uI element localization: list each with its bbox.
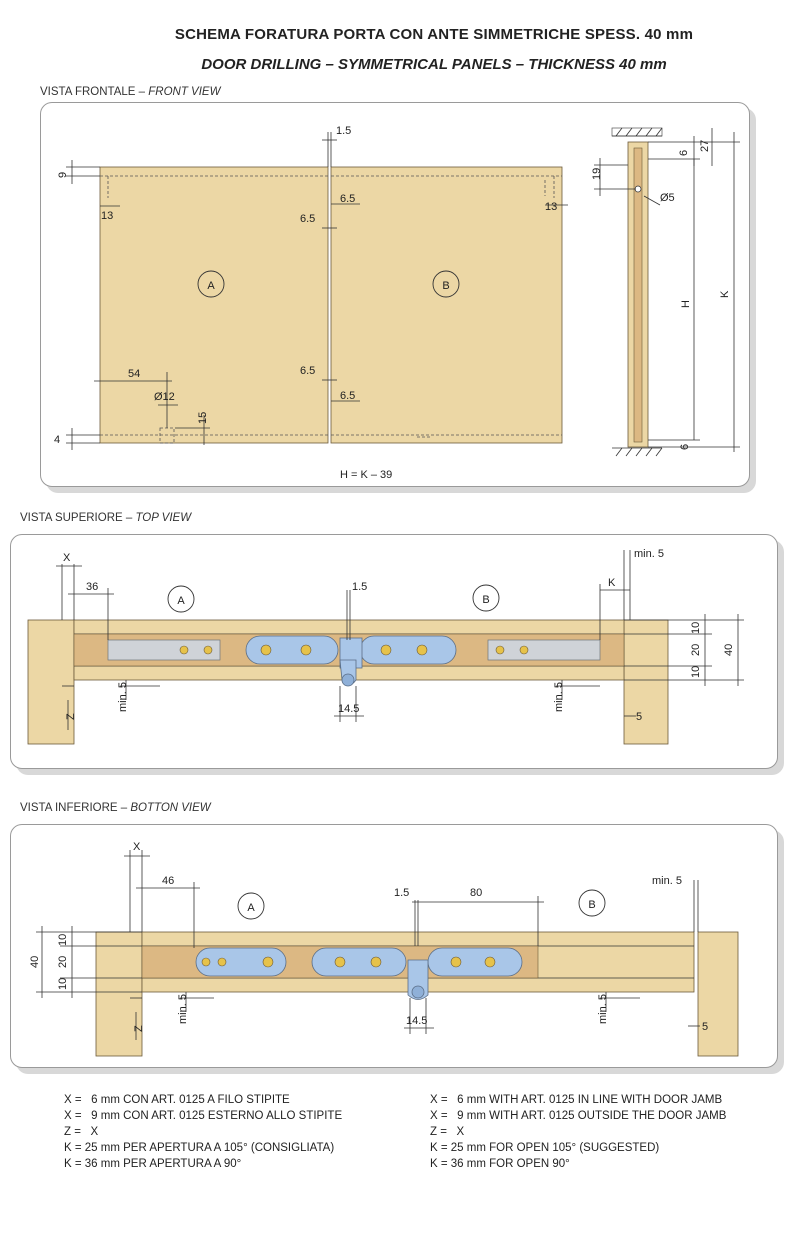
top-panel-b-label: B: [482, 594, 489, 606]
top-dim-10b: 10: [690, 666, 702, 678]
bottom-dim-14-5: 14.5: [406, 1015, 427, 1027]
top-view-drawing: 1.5 A B X 36 K min. 5 10 20 10 40 min. 5…: [27, 548, 744, 745]
top-dim-min5-right: min. 5: [553, 682, 565, 712]
top-dim-min5-left: min. 5: [117, 682, 129, 712]
bottom-dim-80: 80: [470, 887, 482, 899]
top-dim-k: K: [608, 577, 616, 589]
top-dim-40: 40: [723, 644, 735, 656]
top-dim-5: 5: [636, 711, 642, 723]
bottom-dim-10b: 10: [57, 978, 69, 990]
dim-side-hole: Ø5: [660, 192, 675, 204]
title-italian: SCHEMA FORATURA PORTA CON ANTE SIMMETRIC…: [174, 26, 694, 43]
bottom-dim-x: X: [133, 841, 141, 853]
bottom-dim-40: 40: [29, 956, 41, 968]
notes-italian: X = 6 mm CON ART. 0125 A FILO STIPITE X …: [64, 1092, 342, 1172]
front-door-drawing: A B 1.5 9 13 13 6.5 6.5 4 54 Ø12 15 6.5: [54, 125, 568, 481]
bottom-dim-20: 20: [57, 956, 69, 968]
note-it: X = 9 mm CON ART. 0125 ESTERNO ALLO STIP…: [64, 1110, 343, 1122]
note-it: K = 36 mm PER APERTURA A 90°: [64, 1158, 242, 1170]
top-panel-a-marker: [167, 585, 195, 613]
panel-a-marker: [197, 270, 225, 298]
top-dim-x: X: [63, 552, 71, 564]
top-view-label: VISTA SUPERIORE – TOP VIEW: [20, 512, 192, 524]
bottom-dim-min5-top: min. 5: [652, 875, 682, 887]
bottom-dim-10a: 10: [57, 934, 69, 946]
note-it: K = 25 mm PER APERTURA A 105° (CONSIGLIA…: [64, 1142, 335, 1154]
note-en: K = 36 mm FOR OPEN 90°: [430, 1158, 570, 1170]
dim-hole-diameter: Ø12: [154, 391, 175, 403]
panel-a-label: A: [207, 280, 215, 292]
dim-bottom-left: 4: [54, 434, 60, 446]
dim-hinge-top-b: 6.5: [340, 193, 355, 205]
bottom-dim-5: 5: [702, 1021, 708, 1033]
formula-h-k: H = K – 39: [340, 469, 392, 481]
dim-top-left: 9: [57, 172, 69, 178]
dim-side-6-top: 6: [678, 150, 690, 156]
panel-b-label: B: [442, 280, 449, 292]
bottom-dim-z: Z: [133, 1025, 145, 1032]
dim-side-19: 19: [591, 168, 603, 180]
note-en: X = 9 mm WITH ART. 0125 OUTSIDE THE DOOR…: [430, 1110, 727, 1122]
top-panel-b-marker: [472, 584, 500, 612]
dim-gap: 1.5: [336, 125, 351, 137]
top-dim-min5-top: min. 5: [634, 548, 664, 560]
top-dim-20: 20: [690, 644, 702, 656]
top-dim-gap: 1.5: [352, 581, 367, 593]
dim-offset-54: 54: [128, 368, 140, 380]
note-en: X = 6 mm WITH ART. 0125 IN LINE WITH DOO…: [430, 1094, 723, 1106]
dim-side-left: 13: [101, 210, 113, 222]
dim-side-27: 27: [699, 140, 711, 152]
dim-hole-15: 15: [197, 412, 209, 424]
bottom-dim-46: 46: [162, 875, 174, 887]
bottom-dim-gap: 1.5: [394, 887, 409, 899]
notes-english: X = 6 mm WITH ART. 0125 IN LINE WITH DOO…: [430, 1092, 726, 1172]
title-english: DOOR DRILLING – SYMMETRICAL PANELS – THI…: [201, 56, 667, 73]
top-dim-36: 36: [86, 581, 98, 593]
note-en: Z = X: [430, 1126, 465, 1138]
dim-hinge-top-a: 6.5: [300, 213, 315, 225]
bottom-dim-min5-right: min. 5: [597, 994, 609, 1024]
note-it: X = 6 mm CON ART. 0125 A FILO STIPITE: [64, 1094, 290, 1106]
bottom-view-drawing: 1.5 80 A B X 46 min. 5 10 20 10 40 min. …: [29, 841, 739, 1057]
top-panel-a-label: A: [177, 595, 185, 607]
front-view-label: VISTA FRONTALE – FRONT VIEW: [40, 86, 221, 98]
bottom-panel-b-label: B: [588, 899, 595, 911]
bottom-panel-a-label: A: [247, 902, 255, 914]
top-dim-14-5: 14.5: [338, 703, 359, 715]
dim-hinge-bottom-a: 6.5: [300, 365, 315, 377]
dim-hinge-bottom-b: 6.5: [340, 390, 355, 402]
bottom-dim-min5-left: min. 5: [177, 994, 189, 1024]
note-en: K = 25 mm FOR OPEN 105° (SUGGESTED): [430, 1142, 660, 1154]
side-section-drawing: 19 6 27 Ø5 H K 6: [591, 127, 740, 457]
panel-b-marker: [432, 270, 460, 298]
top-dim-10a: 10: [690, 622, 702, 634]
bottom-panel-a-marker: [237, 892, 265, 920]
dim-side-right: 13: [545, 201, 557, 213]
top-dim-z: Z: [65, 713, 77, 720]
dim-side-k: K: [719, 290, 731, 298]
bottom-panel-b-marker: [578, 889, 606, 917]
dim-side-h: H: [680, 300, 692, 308]
bottom-view-label: VISTA INFERIORE – BOTTON VIEW: [20, 802, 211, 814]
note-it: Z = X: [64, 1126, 99, 1138]
dim-side-6-bottom: 6: [679, 444, 691, 450]
